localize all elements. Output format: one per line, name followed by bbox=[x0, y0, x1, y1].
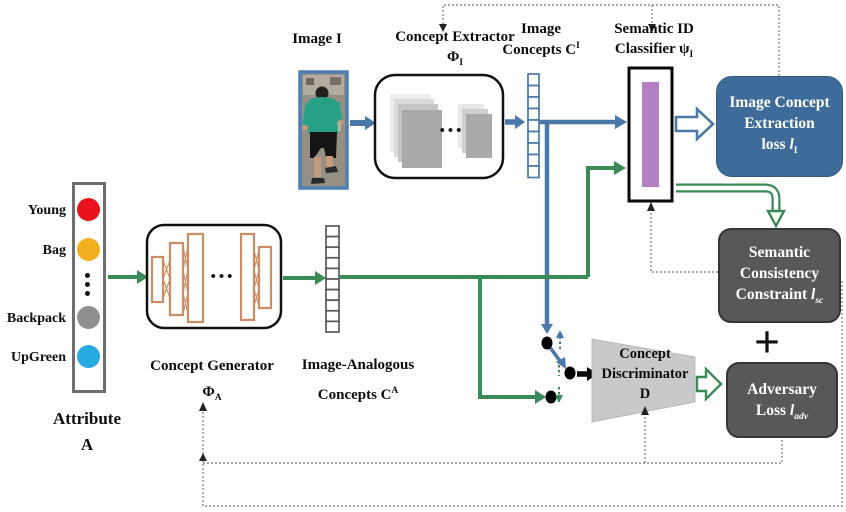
extractor-label: Concept Extractor ΦI bbox=[395, 29, 515, 68]
arrow-classifier-to-loss bbox=[674, 105, 715, 143]
discriminator-label: Concept Discriminator D bbox=[601, 346, 689, 402]
attribute-label-upgreen: UpGreen bbox=[11, 350, 66, 365]
semantic-feedback-dotted bbox=[647, 202, 718, 273]
feedback-arrowhead-junction bbox=[199, 453, 207, 461]
arrow-extractor-to-concepts bbox=[505, 115, 525, 129]
feedback-arrowhead-extractor bbox=[439, 24, 447, 32]
green-arrowhead-classifier bbox=[614, 161, 626, 175]
attribute-label-bag: Bag bbox=[42, 243, 66, 258]
attribute-dot-young bbox=[77, 198, 100, 221]
classifier-purple-bar bbox=[642, 82, 659, 187]
attribute-label-young: Young bbox=[27, 203, 66, 218]
feedback-arrowhead-classifier bbox=[648, 24, 656, 32]
bottom-feedback-dotted bbox=[202, 280, 843, 507]
arrow-discriminator-to-adversary bbox=[695, 366, 723, 402]
top-feedback-dotted bbox=[442, 4, 780, 76]
analogous-concepts-vector bbox=[325, 225, 340, 333]
green-arrowhead-switch bbox=[535, 390, 546, 404]
image-concept-extraction-loss-box: Image Concept Extraction loss lI bbox=[716, 76, 843, 177]
classifier-box bbox=[627, 66, 674, 203]
attribute-dot-backpack bbox=[77, 306, 100, 329]
concept-generator-box bbox=[145, 223, 283, 330]
image-concepts-vector bbox=[527, 73, 540, 179]
horizontal-ellipsis-icon: ••• bbox=[439, 123, 465, 139]
image-concepts-label: Image Concepts CI bbox=[502, 21, 580, 58]
feedback-arrowhead-discriminator bbox=[641, 406, 649, 415]
arrow-generator-to-concepts bbox=[283, 271, 326, 285]
green-main-line bbox=[339, 166, 615, 399]
concept-extractor-box bbox=[373, 73, 505, 180]
attribute-title: Attribute A bbox=[53, 409, 121, 454]
horizontal-ellipsis-icon: ••• bbox=[210, 269, 236, 285]
adversary-loss-box: Adversary Loss ladv bbox=[726, 362, 838, 438]
blue-branch-to-switch bbox=[541, 122, 553, 334]
vertical-ellipsis-icon bbox=[85, 273, 90, 296]
feedback-arrowhead-generator bbox=[199, 402, 207, 411]
discriminator-trapezoid bbox=[591, 338, 696, 423]
arrow-attribute-to-generator bbox=[108, 270, 148, 284]
semantic-consistency-constraint-box: Semantic Consistency Constraint lsc bbox=[718, 228, 841, 323]
attribute-dot-bag bbox=[77, 238, 100, 261]
arrow-concepts-to-classifier bbox=[539, 115, 627, 129]
analogous-concepts-label: Image-Analogous Concepts CA bbox=[301, 357, 415, 403]
arrow-image-to-extractor bbox=[350, 116, 376, 130]
image-label: Image I bbox=[292, 31, 342, 47]
attribute-label-backpack: Backpack bbox=[6, 311, 66, 326]
generator-label: Concept Generator ΦA bbox=[150, 358, 274, 403]
classifier-label: Semantic ID Classifier ψI bbox=[614, 21, 694, 60]
image-i-photo bbox=[298, 70, 349, 190]
arrow-classifier-to-semantic bbox=[676, 183, 786, 229]
concept-switch bbox=[541, 330, 598, 404]
attribute-dot-upgreen bbox=[77, 345, 100, 368]
plus-sign: + bbox=[753, 316, 781, 367]
